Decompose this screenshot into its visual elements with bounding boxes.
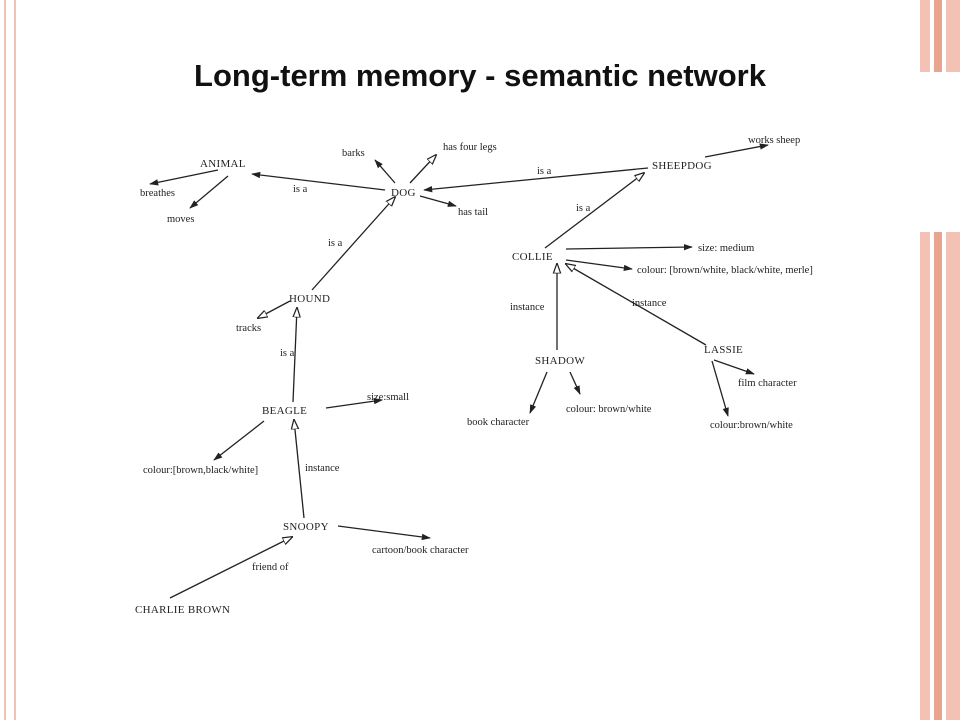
prop-works-sheep: works sheep bbox=[748, 135, 800, 146]
edge-label-sheepdog-dog: is a bbox=[537, 166, 552, 177]
edge-snoopy-cartoon bbox=[337, 525, 431, 541]
prop-size-small: size:small bbox=[367, 392, 409, 403]
edge-dog-tail bbox=[419, 195, 457, 207]
edge-dog-four-legs bbox=[409, 155, 436, 184]
node-collie: COLLIE bbox=[512, 251, 553, 263]
prop-book-character: book character bbox=[467, 417, 530, 428]
edge-label-dog-animal: is a bbox=[293, 184, 308, 195]
edge-shadow-book bbox=[529, 371, 548, 414]
edge-lassie-film bbox=[713, 359, 755, 375]
prop-lassie-colour: colour:brown/white bbox=[710, 420, 793, 431]
edge-beagle-hound bbox=[293, 308, 297, 403]
prop-beagle-colour: colour:[brown,black/white] bbox=[143, 465, 258, 476]
edge-beagle-colour bbox=[213, 420, 265, 461]
node-shadow: SHADOW bbox=[535, 355, 585, 367]
edge-collie-colour bbox=[565, 259, 633, 272]
prop-collie-colour: colour: [brown/white, black/white, merle… bbox=[637, 265, 813, 276]
edge-snoopy-beagle bbox=[294, 420, 305, 519]
edge-label-hound-dog: is a bbox=[328, 238, 343, 249]
edge-collie-sheepdog bbox=[544, 173, 644, 249]
node-lassie: LASSIE bbox=[704, 344, 743, 356]
edge-lassie-colour bbox=[711, 360, 729, 417]
node-dog: DOG bbox=[391, 187, 416, 199]
prop-moves: moves bbox=[167, 214, 194, 225]
prop-breathes: breathes bbox=[140, 188, 175, 199]
edge-animal-breathes bbox=[149, 169, 219, 186]
edge-label-collie-sheepdog: is a bbox=[576, 203, 591, 214]
edge-lassie-collie bbox=[566, 264, 707, 346]
prop-shadow-colour: colour: brown/white bbox=[566, 404, 652, 415]
right-frame-stripes bbox=[918, 0, 960, 720]
edge-collie-size bbox=[565, 243, 693, 251]
edge-animal-moves bbox=[189, 175, 229, 209]
prop-film-character: film character bbox=[738, 378, 797, 389]
node-beagle: BEAGLE bbox=[262, 405, 307, 417]
edge-dog-animal bbox=[251, 171, 386, 191]
edge-sheepdog-works bbox=[704, 143, 769, 158]
edge-label-lassie-collie: instance bbox=[632, 298, 667, 309]
left-frame-stripe bbox=[4, 0, 16, 720]
node-animal: ANIMAL bbox=[200, 158, 246, 170]
edge-dog-barks bbox=[374, 159, 396, 184]
node-hound: HOUND bbox=[289, 293, 330, 305]
node-sheepdog: SHEEPDOG bbox=[652, 160, 712, 172]
node-snoopy: SNOOPY bbox=[283, 521, 329, 533]
edge-label-shadow-collie: instance bbox=[510, 302, 545, 313]
prop-cartoon-book: cartoon/book character bbox=[372, 545, 469, 556]
edge-label-charlie-snoopy: friend of bbox=[252, 562, 289, 573]
edge-label-beagle-hound: is a bbox=[280, 348, 295, 359]
prop-has-tail: has tail bbox=[458, 207, 488, 218]
edge-hound-dog bbox=[311, 197, 395, 291]
edge-shadow-colour bbox=[569, 371, 581, 395]
prop-barks: barks bbox=[342, 148, 365, 159]
edge-label-snoopy-beagle: instance bbox=[305, 463, 340, 474]
prop-has-four-legs: has four legs bbox=[443, 142, 497, 153]
prop-tracks: tracks bbox=[236, 323, 261, 334]
slide-title: Long-term memory - semantic network bbox=[194, 58, 766, 93]
edge-charlie-snoopy bbox=[169, 537, 292, 599]
edge-hound-tracks bbox=[258, 300, 291, 318]
prop-size-medium: size: medium bbox=[698, 243, 754, 254]
edge-beagle-size bbox=[325, 398, 383, 409]
node-charlie-brown: CHARLIE BROWN bbox=[135, 604, 230, 616]
edge-sheepdog-dog bbox=[423, 167, 649, 193]
